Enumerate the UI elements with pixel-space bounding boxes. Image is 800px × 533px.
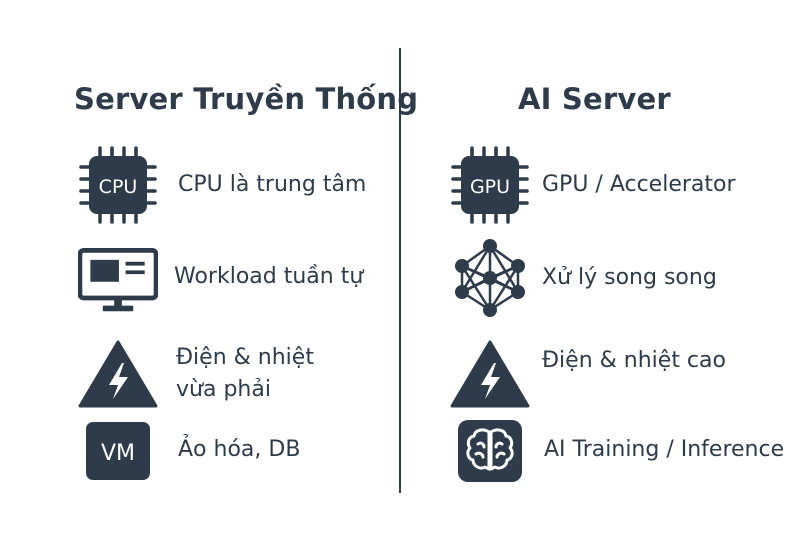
left-item-workload: Workload tuần tự [78, 237, 363, 317]
left-item-power: Điện & nhiệt vừa phải [78, 334, 376, 414]
vm-badge-text: VM [101, 441, 135, 466]
lightning-warning-icon [450, 334, 530, 414]
right-item-parallel-label: Xử lý song song [542, 265, 717, 290]
gpu-chip-icon: GPU [450, 145, 530, 225]
left-column-title: Server Truyền Thống [74, 82, 419, 116]
right-item-ai: AI Training / Inference [450, 410, 784, 490]
right-column-title: AI Server [518, 82, 671, 116]
brain-icon [450, 410, 530, 490]
left-item-vm-label: Ảo hóa, DB [178, 437, 301, 462]
right-item-gpu: GPU GPU / Accelerator [450, 145, 736, 225]
lightning-warning-icon [78, 334, 158, 414]
left-item-cpu-label: CPU là trung tâm [178, 172, 367, 197]
column-divider [399, 48, 401, 493]
left-item-power-label: Điện & nhiệt vừa phải [176, 342, 376, 406]
left-item-workload-label: Workload tuần tự [174, 264, 364, 289]
right-item-power-label: Điện & nhiệt cao [542, 348, 726, 373]
monitor-icon [78, 237, 158, 317]
right-item-gpu-label: GPU / Accelerator [542, 172, 736, 197]
gpu-chip-text: GPU [470, 176, 510, 198]
left-item-vm: VM Ảo hóa, DB [78, 410, 300, 490]
cpu-chip-text: CPU [99, 176, 138, 198]
left-item-power-label-line2: vừa phải [176, 377, 271, 402]
vm-badge-icon: VM [78, 410, 158, 490]
left-item-power-label-line1: Điện & nhiệt [176, 345, 314, 370]
neural-network-icon [450, 238, 530, 318]
right-item-ai-label: AI Training / Inference [544, 437, 785, 462]
cpu-chip-icon: CPU [78, 145, 158, 225]
left-item-cpu: CPU CPU là trung tâm [78, 145, 366, 225]
right-item-parallel: Xử lý song song [450, 238, 717, 318]
right-item-power: Điện & nhiệt cao [450, 334, 726, 414]
